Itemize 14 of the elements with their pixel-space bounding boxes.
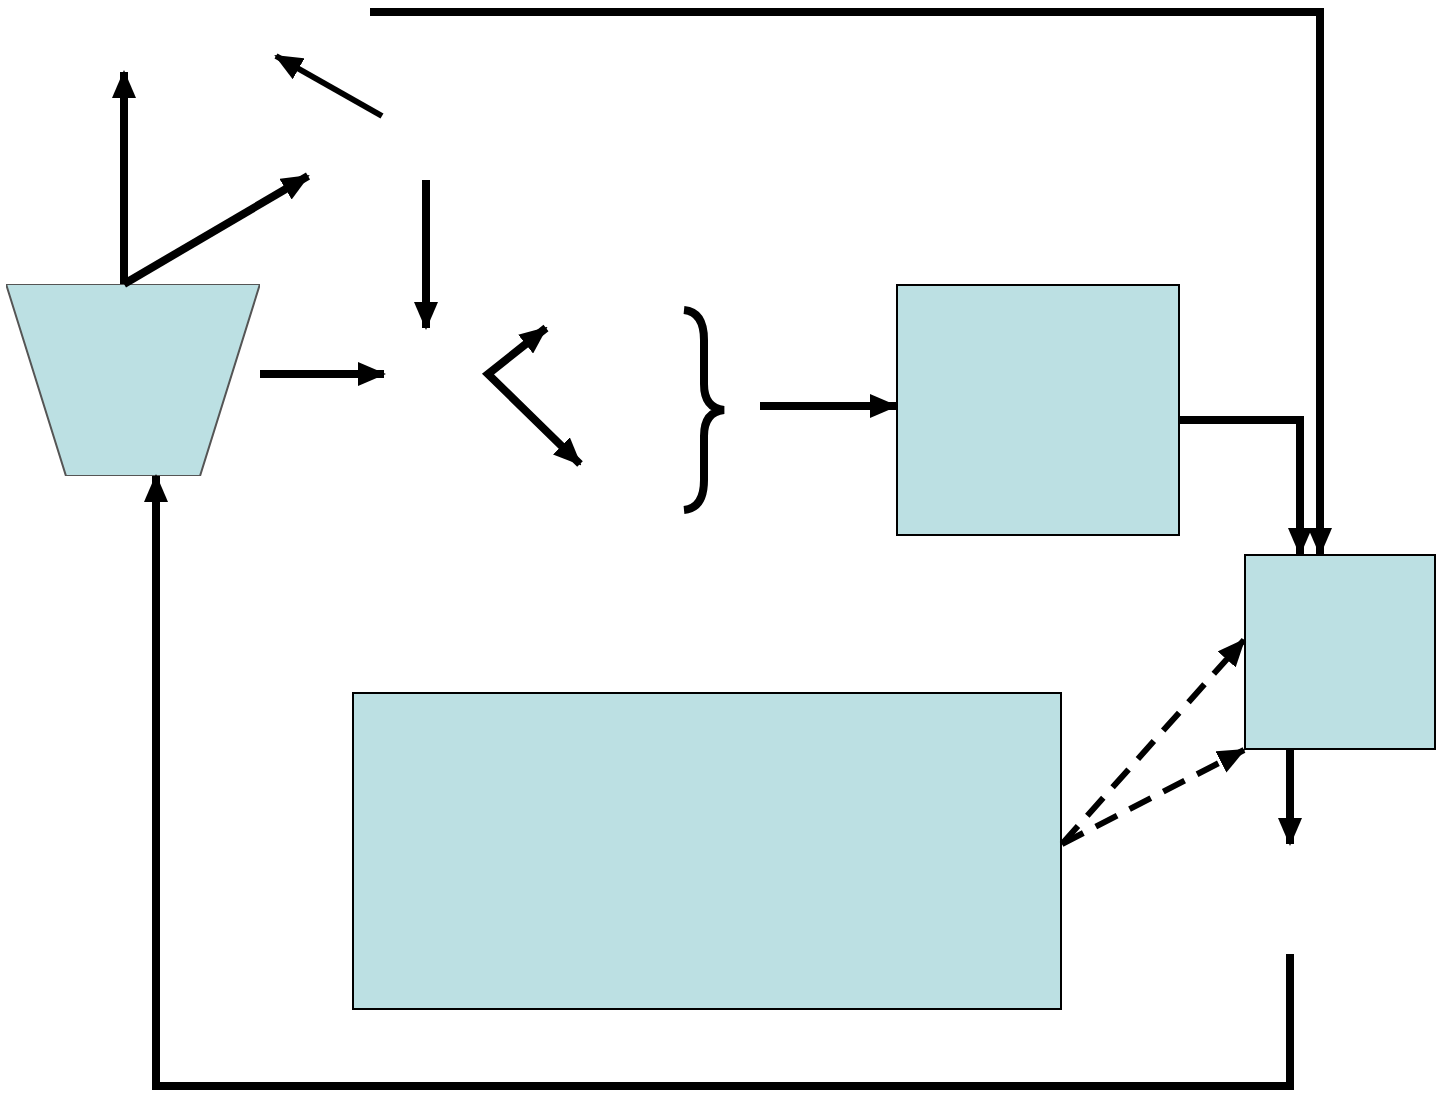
process-box [896,284,1180,536]
arrow [1180,416,1312,556]
arrow [112,70,136,284]
process-box [1244,554,1436,750]
dashed-arrow [1059,638,1247,846]
process-box [352,692,1062,1010]
trapezoid-shape [6,284,260,476]
arrow [144,474,1294,1090]
arrow [370,8,1332,556]
arrow [760,394,898,418]
arrow [121,172,311,288]
dashed-arrow [1060,747,1246,847]
arrow [1278,750,1302,846]
arrow [260,362,386,386]
